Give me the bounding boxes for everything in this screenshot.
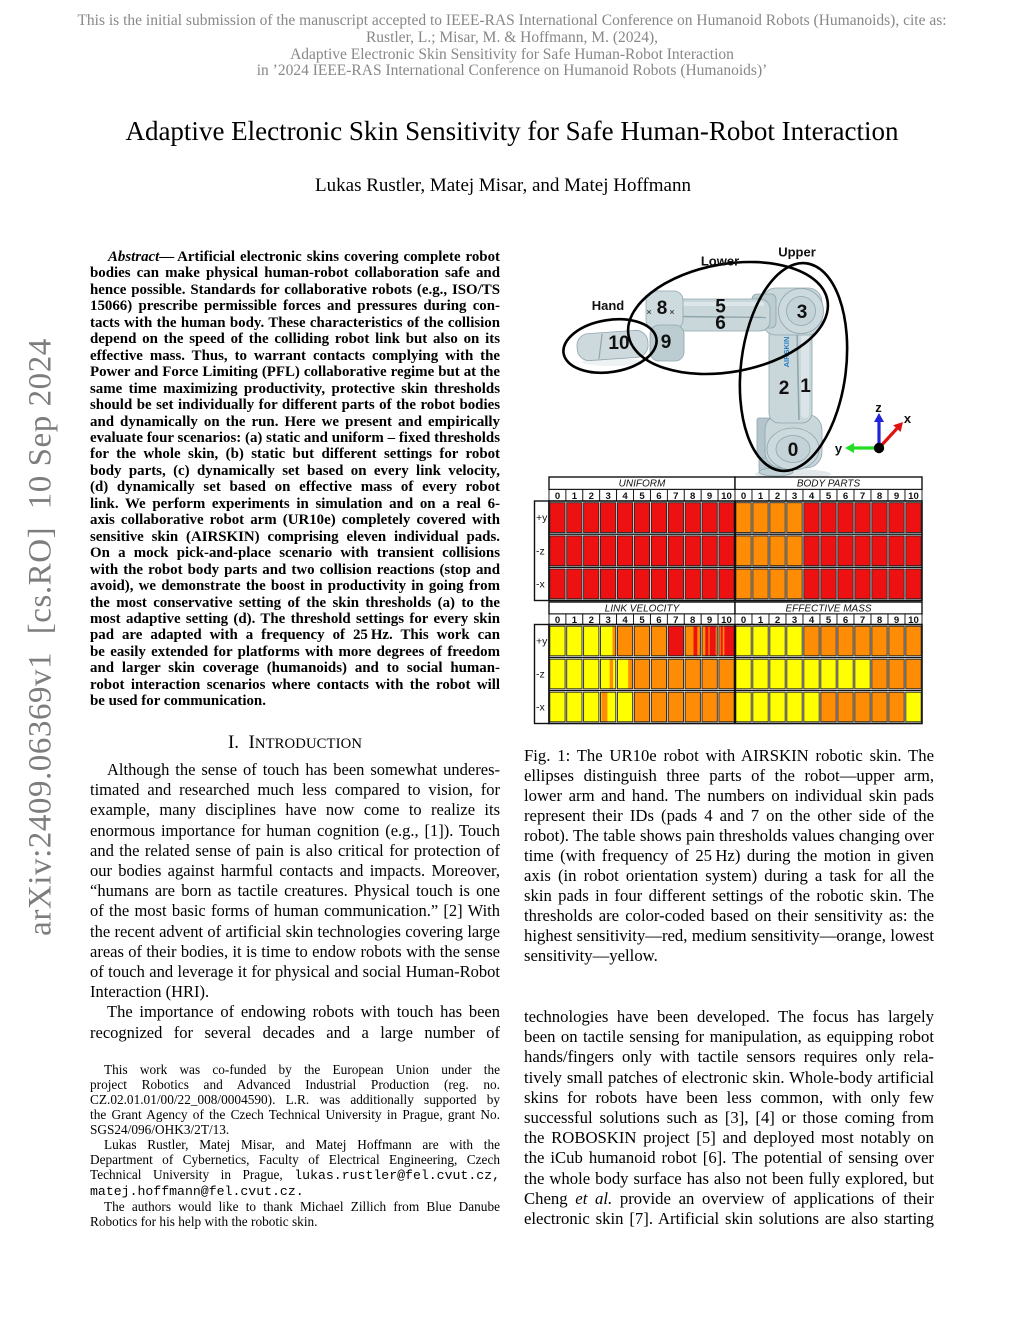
svg-text:9: 9 <box>661 332 672 353</box>
svg-text:2: 2 <box>779 378 790 399</box>
svg-text:y: y <box>835 441 843 456</box>
svg-text:0: 0 <box>555 615 560 626</box>
svg-text:5: 5 <box>826 491 832 502</box>
svg-text:4: 4 <box>809 615 815 626</box>
svg-text:2: 2 <box>775 615 780 626</box>
svg-text:5: 5 <box>639 491 645 502</box>
svg-text:EFFECTIVE MASS: EFFECTIVE MASS <box>785 603 871 614</box>
svg-text:6: 6 <box>656 615 661 626</box>
svg-text:LINK VELOCITY: LINK VELOCITY <box>605 603 681 614</box>
svg-text:7: 7 <box>860 491 865 502</box>
svg-text:0: 0 <box>741 615 746 626</box>
svg-text:1: 1 <box>758 615 764 626</box>
svg-text:+y: +y <box>536 512 548 524</box>
svg-text:4: 4 <box>622 491 628 502</box>
svg-text:2: 2 <box>589 615 594 626</box>
svg-text:6: 6 <box>843 615 848 626</box>
svg-text:AIRSKIN: AIRSKIN <box>782 337 791 368</box>
svg-text:1: 1 <box>572 615 578 626</box>
svg-text:Lower: Lower <box>701 254 739 269</box>
svg-text:9: 9 <box>894 491 899 502</box>
svg-text:6: 6 <box>656 491 661 502</box>
svg-text:8: 8 <box>877 491 883 502</box>
svg-text:2: 2 <box>775 491 780 502</box>
svg-text:+y: +y <box>536 636 548 648</box>
svg-text:1: 1 <box>800 376 811 397</box>
svg-text:6: 6 <box>843 491 848 502</box>
svg-text:10: 10 <box>908 615 919 626</box>
svg-text:5: 5 <box>826 615 832 626</box>
svg-text:1: 1 <box>758 491 764 502</box>
svg-text:UNIFORM: UNIFORM <box>619 479 666 490</box>
svg-text:BODY PARTS: BODY PARTS <box>797 479 861 490</box>
svg-text:3: 3 <box>606 491 611 502</box>
svg-text:3: 3 <box>606 615 611 626</box>
svg-text:7: 7 <box>673 491 678 502</box>
svg-text:1: 1 <box>572 491 578 502</box>
svg-text:9: 9 <box>707 491 712 502</box>
svg-text:8: 8 <box>690 491 696 502</box>
svg-text:9: 9 <box>894 615 899 626</box>
svg-text:-x: -x <box>536 579 545 591</box>
svg-text:8: 8 <box>657 298 668 319</box>
svg-text:3: 3 <box>792 491 797 502</box>
svg-text:0: 0 <box>788 440 799 461</box>
svg-text:5: 5 <box>639 615 645 626</box>
svg-text:-z: -z <box>536 669 545 681</box>
svg-text:4: 4 <box>622 615 628 626</box>
svg-text:8: 8 <box>877 615 883 626</box>
svg-text:7: 7 <box>860 615 865 626</box>
svg-text:Upper: Upper <box>778 245 816 260</box>
svg-text:8: 8 <box>690 615 696 626</box>
svg-text:-x: -x <box>536 702 545 714</box>
svg-text:0: 0 <box>741 491 746 502</box>
svg-text:10: 10 <box>608 333 629 354</box>
svg-text:3: 3 <box>792 615 797 626</box>
svg-text:4: 4 <box>809 491 815 502</box>
svg-text:2: 2 <box>589 491 594 502</box>
svg-text:z: z <box>875 400 882 415</box>
svg-text:10: 10 <box>721 615 732 626</box>
svg-text:0: 0 <box>555 491 560 502</box>
svg-text:5: 5 <box>715 297 726 318</box>
svg-text:6: 6 <box>715 313 726 334</box>
svg-text:x: x <box>904 411 912 426</box>
svg-text:7: 7 <box>673 615 678 626</box>
svg-text:Hand: Hand <box>592 298 625 313</box>
svg-text:10: 10 <box>908 491 919 502</box>
svg-text:9: 9 <box>707 615 712 626</box>
svg-text:-z: -z <box>536 545 545 557</box>
svg-text:10: 10 <box>721 491 732 502</box>
svg-text:3: 3 <box>797 302 808 323</box>
